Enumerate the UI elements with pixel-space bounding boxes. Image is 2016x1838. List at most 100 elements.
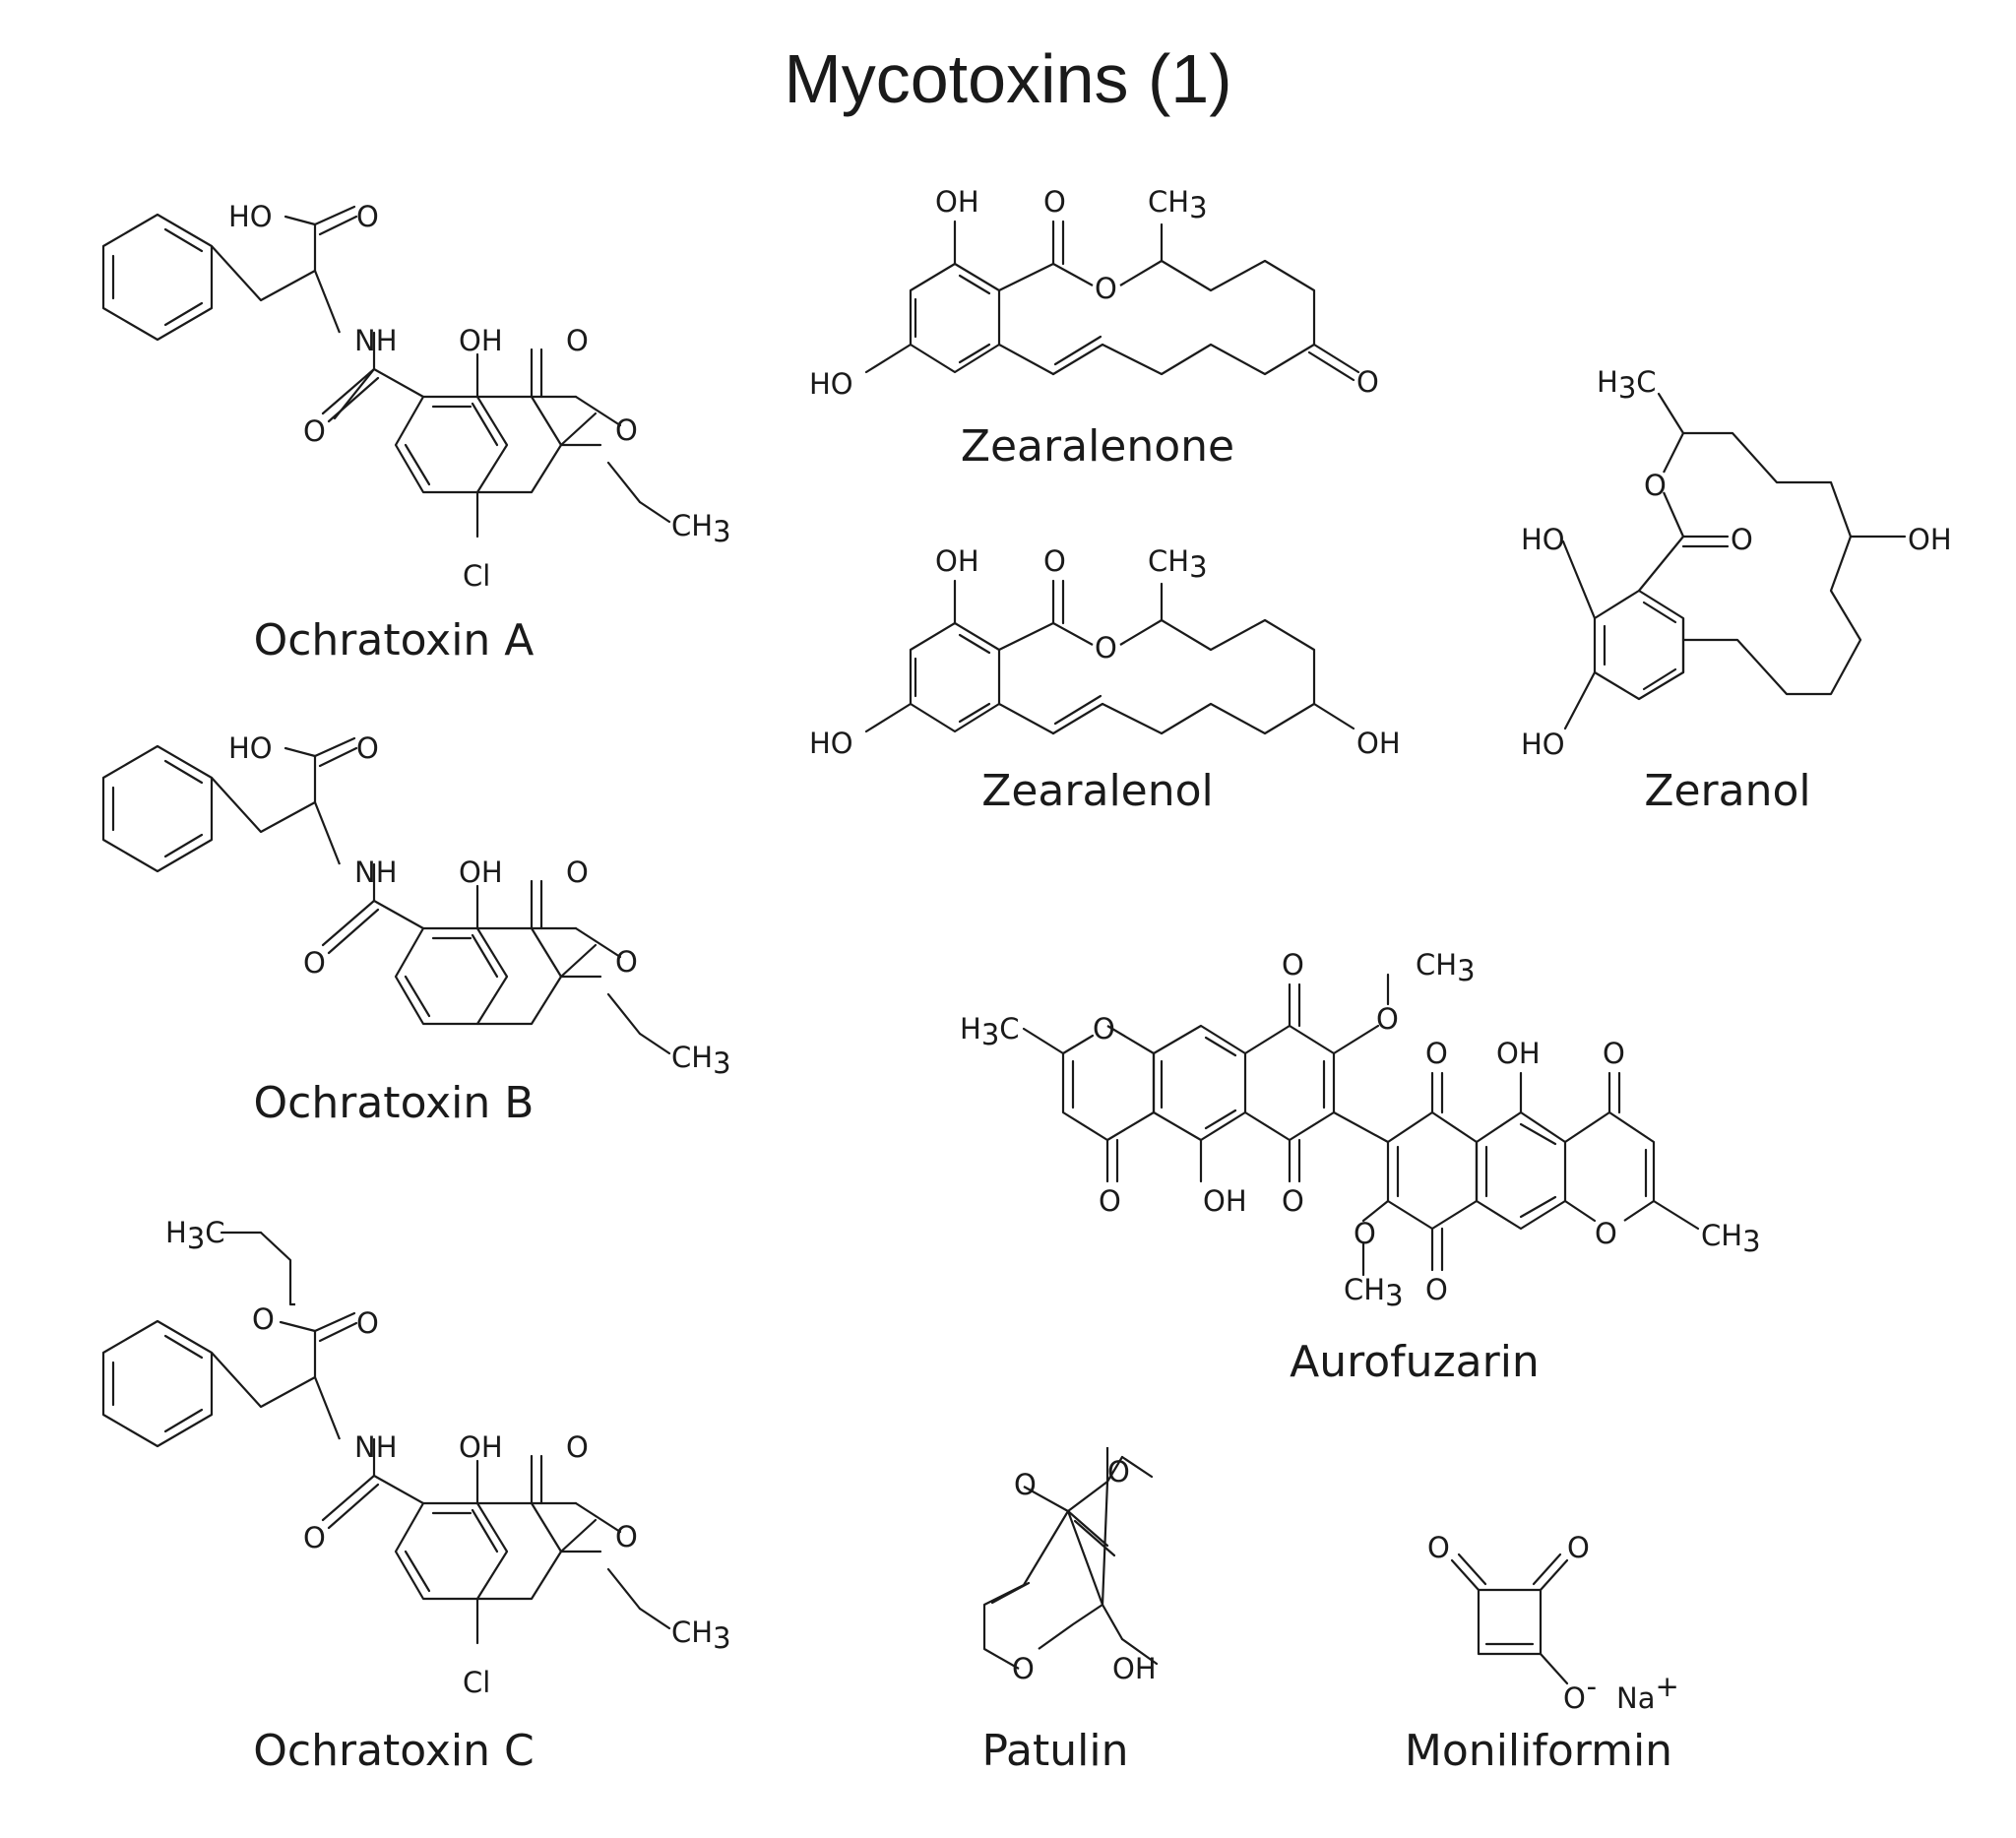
atom-cl: Cl — [463, 1666, 490, 1699]
structure-zearalenone — [864, 220, 1360, 382]
methyl-group: CH3 — [1148, 185, 1208, 224]
atom-o: O — [252, 1302, 275, 1336]
atom-o: O — [566, 324, 589, 357]
caption-zearalenone: Zearalenone — [961, 421, 1234, 472]
phenyl-ring — [101, 744, 214, 873]
atom-o: O — [1427, 1531, 1450, 1564]
atom-o: O — [1644, 469, 1667, 502]
atom-o: O — [356, 200, 379, 233]
atom-o: O — [1425, 1273, 1448, 1306]
benzene-ring — [394, 395, 509, 494]
atom-o: O — [303, 414, 326, 448]
atom-o: O — [1043, 185, 1066, 219]
atom-o: O — [1356, 365, 1379, 399]
atom-o: O — [1099, 1184, 1121, 1218]
atom-ho: HO — [809, 727, 853, 760]
atom-o: O — [356, 731, 379, 765]
atom-o: O — [1095, 631, 1117, 665]
caption-ochratoxin-c: Ochratoxin C — [253, 1726, 534, 1776]
atom-ho: HO — [1521, 728, 1565, 761]
methyl-group: CH3 — [1416, 948, 1476, 987]
atom-oh: OH — [459, 1430, 503, 1464]
atom-oh: OH — [459, 856, 503, 889]
atom-o: O — [1043, 544, 1066, 578]
aromatic-ring — [1152, 1024, 1247, 1142]
atom-o: O — [1107, 1455, 1130, 1489]
atom-o: O — [1282, 1184, 1304, 1218]
methyl-group: CH3 — [671, 509, 731, 548]
atom-o: O — [1093, 1012, 1115, 1046]
atom-oh: OH — [1908, 523, 1952, 556]
atom-o: O — [615, 945, 638, 979]
methyl-group: H3C — [960, 1012, 1020, 1051]
atom-o: O — [1014, 1468, 1037, 1501]
atom-oh: OH — [459, 324, 503, 357]
atom-o: O — [303, 1521, 326, 1554]
atom-oh: OH — [1496, 1037, 1541, 1070]
atom-oh: OH — [935, 185, 979, 219]
methyl-group: H3C — [1597, 365, 1657, 405]
atom-o: O — [303, 946, 326, 980]
page-title: Mycotoxins (1) — [784, 40, 1232, 117]
structure-ochratoxin-c — [101, 1231, 671, 1645]
caption-aurofuzarin: Aurofuzarin — [1290, 1337, 1540, 1387]
ethyl-methyl-group: H3C — [165, 1216, 225, 1255]
atom-o: O — [1012, 1652, 1035, 1685]
structure-zeranol — [1561, 392, 1907, 730]
caption-ochratoxin-a: Ochratoxin A — [254, 615, 535, 665]
atom-o: O — [1354, 1217, 1376, 1250]
atom-oh: OH — [1112, 1652, 1157, 1685]
sodium-cation: Na+ — [1616, 1670, 1679, 1715]
caption-patulin: Patulin — [982, 1726, 1129, 1776]
atom-ho: HO — [809, 367, 853, 401]
atom-nh: NH — [354, 1430, 398, 1464]
atom-ho: HO — [1521, 523, 1565, 556]
caption-ochratoxin-b: Ochratoxin B — [254, 1078, 535, 1128]
structure-moniliformin — [1450, 1553, 1569, 1685]
atom-o: O — [1595, 1217, 1617, 1250]
atom-o: O — [615, 413, 638, 447]
atom-o: O — [1282, 948, 1304, 982]
atom-o: O — [566, 1430, 589, 1464]
structure-ochratoxin-b — [101, 736, 671, 1055]
atom-ho: HO — [228, 731, 273, 765]
structure-zearalenol — [864, 579, 1355, 735]
atom-o: O — [1376, 1002, 1399, 1036]
phenyl-ring — [101, 213, 214, 342]
atom-o: O — [1567, 1531, 1590, 1564]
atom-o: O — [1095, 272, 1117, 305]
atom-o: O — [356, 1306, 379, 1340]
atom-nh: NH — [354, 324, 398, 357]
oxide-anion: O- — [1563, 1670, 1597, 1715]
benzene-ring — [394, 926, 509, 1026]
atom-oh: OH — [1203, 1184, 1247, 1218]
structure-aurofuzarin — [1022, 973, 1700, 1277]
atom-oh: OH — [1356, 727, 1401, 760]
methyl-group: CH3 — [671, 1616, 731, 1655]
structure-ochratoxin-a — [101, 205, 671, 539]
phenyl-ring — [101, 1319, 214, 1448]
atom-o: O — [615, 1520, 638, 1553]
atom-o: O — [1425, 1037, 1448, 1070]
methyl-group: CH3 — [1344, 1273, 1404, 1312]
methyl-group: CH3 — [671, 1041, 731, 1080]
atom-o: O — [1731, 523, 1753, 556]
resorcinol-ring — [909, 621, 1001, 733]
atom-o: O — [566, 856, 589, 889]
caption-zearalenol: Zearalenol — [981, 766, 1214, 816]
aromatic-ring — [1475, 1110, 1567, 1231]
atom-cl: Cl — [463, 559, 490, 593]
caption-zeranol: Zeranol — [1644, 766, 1810, 816]
atom-o: O — [1603, 1037, 1625, 1070]
atom-nh: NH — [354, 856, 398, 889]
methyl-group: CH3 — [1148, 544, 1208, 584]
methyl-group: CH3 — [1701, 1219, 1761, 1258]
atom-oh: OH — [935, 544, 979, 578]
resorcinol-ring — [1593, 589, 1685, 701]
atom-ho: HO — [228, 200, 273, 233]
resorcinol-ring — [909, 262, 1001, 374]
benzene-ring — [394, 1501, 509, 1601]
caption-moniliformin: Moniliformin — [1405, 1726, 1672, 1776]
structure-patulin — [982, 1447, 1159, 1670]
